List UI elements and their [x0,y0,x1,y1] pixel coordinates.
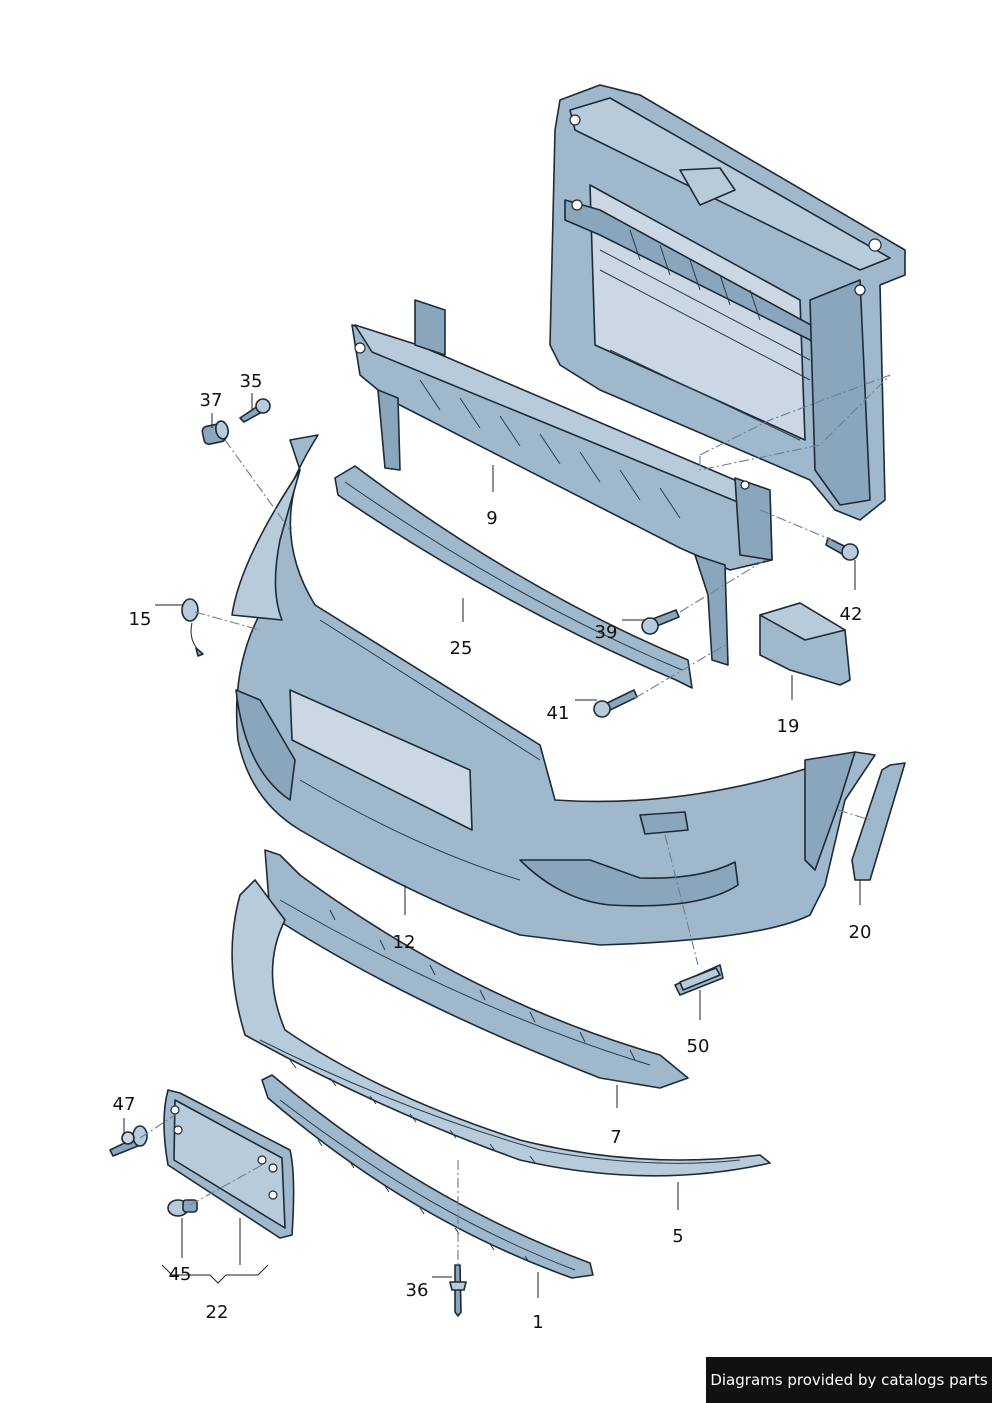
callout-20: 20 [849,922,872,943]
absorber-strip-part [334,465,693,689]
callout-35: 35 [240,371,263,392]
fastener-42 [825,537,859,561]
lock-carrier-part [549,84,906,521]
callout-7: 7 [610,1127,621,1148]
callout-9: 9 [486,508,497,529]
fastener-45 [167,1199,198,1217]
callout-19: 19 [777,716,800,737]
leader-lines [123,393,861,1298]
callout-15: 15 [129,609,152,630]
side-insert-part [851,762,906,881]
callout-labels: 37 35 9 15 25 39 42 41 19 12 20 50 47 7 … [113,371,872,1333]
callout-42: 42 [840,604,863,625]
lower-spoiler-part [264,849,689,1089]
callout-45: 45 [169,1264,192,1285]
bumper-carrier-part [351,299,773,666]
license-plate-holder-part [163,1089,295,1239]
callout-25: 25 [450,638,473,659]
callout-12: 12 [393,932,416,953]
credit-banner: Diagrams provided by catalogs parts [706,1357,992,1403]
bumper-cover-part [231,434,876,946]
callout-5: 5 [672,1226,683,1247]
fastener-35 [239,398,271,423]
tow-cap-part [674,964,724,996]
fastener-37 [201,420,229,445]
callout-41: 41 [547,703,570,724]
callout-47: 47 [113,1094,136,1115]
credit-text: Diagrams provided by catalogs parts [710,1371,988,1389]
callout-37: 37 [200,390,223,411]
side-cover-part [759,602,851,686]
lower-trim-part [231,879,771,1177]
grille-strip-part [261,1074,594,1279]
callout-1: 1 [532,1312,543,1333]
fastener-47 [109,1125,148,1157]
callout-50: 50 [687,1036,710,1057]
callout-36: 36 [406,1280,429,1301]
callout-39: 39 [595,622,618,643]
fastener-39 [641,609,680,635]
fastener-15 [181,598,204,657]
assembly-guides [139,374,891,1265]
callout-22: 22 [206,1302,229,1323]
fastener-36 [449,1264,467,1317]
fastener-41 [593,689,638,718]
